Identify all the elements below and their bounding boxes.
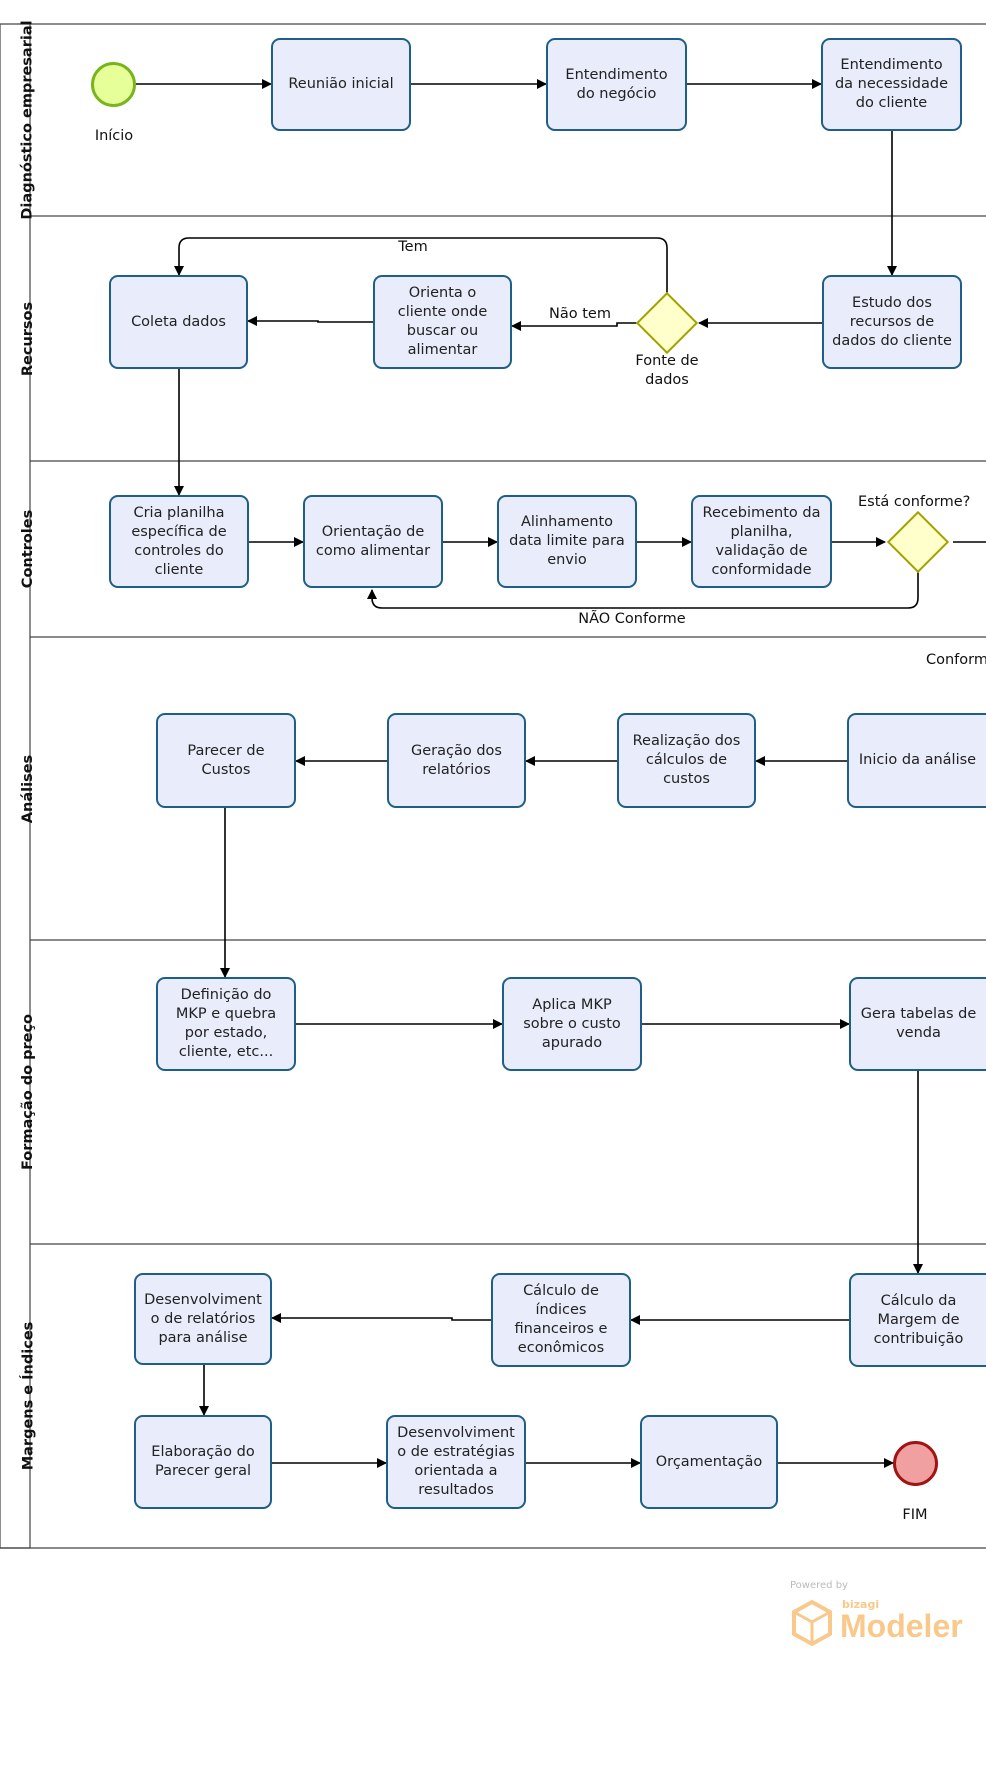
task-estudo-recursos[interactable]: Estudo dos recursos de dados do cliente bbox=[822, 275, 962, 369]
task-entendimento-negocio[interactable]: Entendimento do negócio bbox=[546, 38, 687, 131]
flow-label-nao-conforme: NÃO Conforme bbox=[578, 611, 686, 627]
task-cria-planilha[interactable]: Cria planilha específica de controles do… bbox=[109, 495, 249, 588]
task-calculo-margem[interactable]: Cálculo da Margem de contribuição bbox=[849, 1273, 986, 1367]
lane-label-diagnostico: Diagnóstico empresarial bbox=[20, 20, 37, 220]
task-recebimento-planilha[interactable]: Recebimento da planilha, validação de co… bbox=[691, 495, 832, 588]
task-definicao-mkp[interactable]: Definição do MKP e quebra por estado, cl… bbox=[156, 977, 296, 1071]
task-desenvolvimento-estrategias[interactable]: Desenvolviment o de estratégias orientad… bbox=[386, 1415, 526, 1509]
task-geracao-relatorios[interactable]: Geração dos relatórios bbox=[387, 713, 526, 808]
lane-label-margens-indices: Margens e Índices bbox=[20, 1321, 36, 1471]
lane-label-formacao-preco: Formação do preço bbox=[20, 1013, 36, 1171]
gateway-esta-conforme-label: Está conforme? bbox=[858, 494, 971, 510]
task-desenvolvimento-relatorios[interactable]: Desenvolviment o de relatórios para anál… bbox=[134, 1273, 272, 1365]
lane-label-controles: Controles bbox=[20, 509, 36, 589]
flow-label-tem: Tem bbox=[398, 239, 428, 255]
bizagi-cube-icon bbox=[792, 1599, 832, 1647]
gateway-fonte-dados-label: Fonte de dados bbox=[635, 353, 699, 388]
task-aplica-mkp[interactable]: Aplica MKP sobre o custo apurado bbox=[502, 977, 642, 1071]
task-orientacao-alimentar[interactable]: Orientação de como alimentar bbox=[303, 495, 443, 588]
task-alinhamento-data[interactable]: Alinhamento data limite para envio bbox=[497, 495, 637, 588]
powered-by-text: Powered by bbox=[790, 1580, 848, 1591]
bizagi-modeler-logo: Powered by bizagi Modeler bbox=[790, 1580, 980, 1650]
lane-label-recursos: Recursos bbox=[20, 301, 37, 376]
task-orcamentacao[interactable]: Orçamentação bbox=[640, 1415, 778, 1509]
lane-label-analises: Análises bbox=[20, 754, 36, 823]
task-inicio-analise[interactable]: Inicio da análise bbox=[847, 713, 986, 808]
start-event[interactable] bbox=[91, 62, 136, 107]
task-parecer-custos[interactable]: Parecer de Custos bbox=[156, 713, 296, 808]
vendor-text: bizagi bbox=[842, 1598, 880, 1611]
task-orienta-cliente[interactable]: Orienta o cliente onde buscar ou aliment… bbox=[373, 275, 512, 369]
flow-label-nao-tem: Não tem bbox=[549, 306, 611, 322]
task-realizacao-calculos[interactable]: Realização dos cálculos de custos bbox=[617, 713, 756, 808]
task-calculo-indices[interactable]: Cálculo de índices financeiros e econômi… bbox=[491, 1273, 631, 1367]
task-gera-tabelas[interactable]: Gera tabelas de venda bbox=[849, 977, 986, 1071]
end-event-label: FIM bbox=[902, 1507, 928, 1523]
task-elaboracao-parecer[interactable]: Elaboração do Parecer geral bbox=[134, 1415, 272, 1509]
task-reuniao-inicial[interactable]: Reunião inicial bbox=[271, 38, 411, 131]
flow-label-conforme: Conform bbox=[926, 652, 986, 668]
end-event[interactable] bbox=[893, 1441, 938, 1486]
task-entendimento-necessidade[interactable]: Entendimento da necessidade do cliente bbox=[821, 38, 962, 131]
product-text: Modeler bbox=[840, 1608, 963, 1644]
task-coleta-dados[interactable]: Coleta dados bbox=[109, 275, 248, 369]
start-event-label: Início bbox=[94, 128, 134, 144]
